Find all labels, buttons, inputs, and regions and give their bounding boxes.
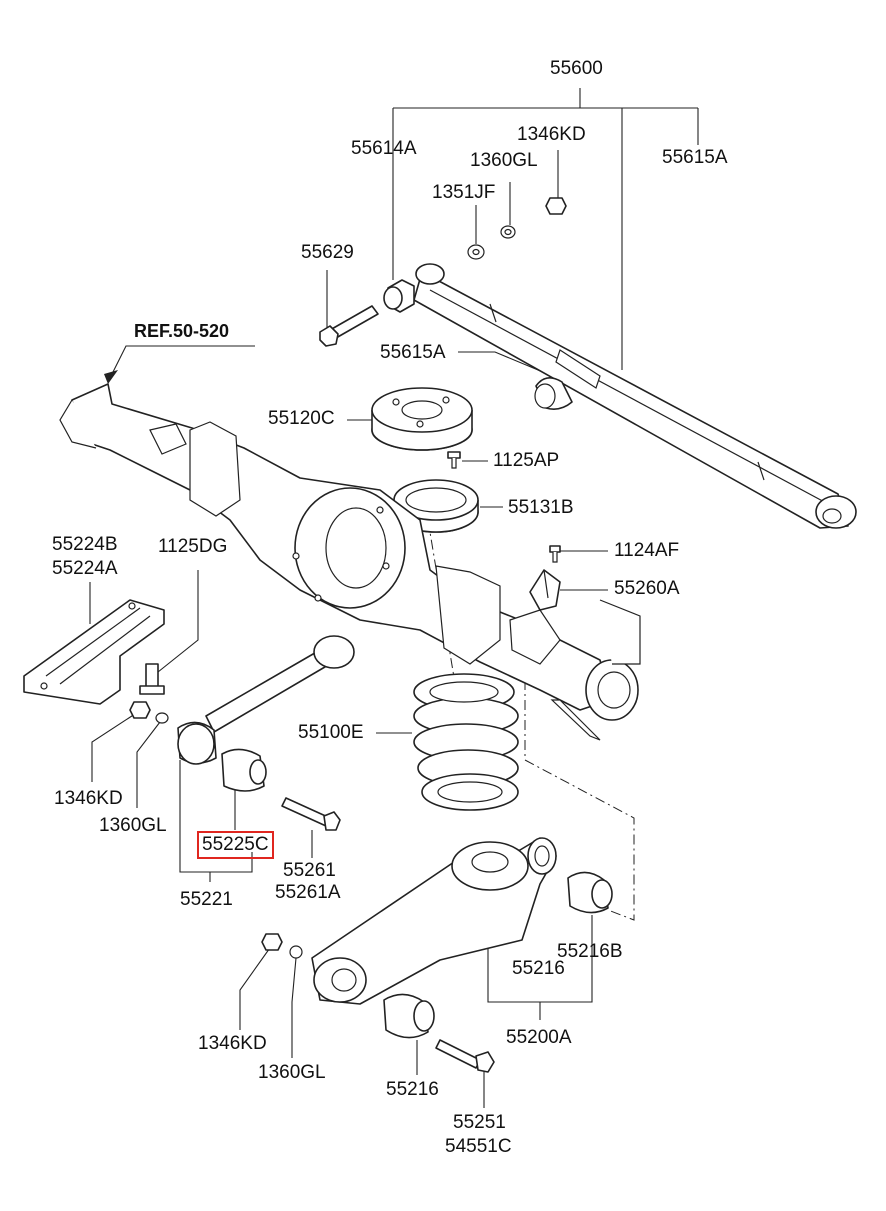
callout-55221[interactable]: 55221 [180, 889, 233, 910]
callout-55216-right[interactable]: 55216 [512, 958, 565, 979]
callout-55131B[interactable]: 55131B [508, 497, 574, 518]
callout-1125DG[interactable]: 1125DG [158, 536, 228, 557]
callout-1351JF[interactable]: 1351JF [432, 182, 496, 203]
callout-55261A[interactable]: 55261A [275, 882, 341, 903]
callout-1125AP[interactable]: 1125AP [493, 450, 560, 471]
callout-55224B[interactable]: 55224B [52, 534, 118, 555]
callout-1124AF[interactable]: 1124AF [614, 540, 680, 561]
callout-55200A[interactable]: 55200A [506, 1027, 572, 1048]
callout-55225C-highlighted[interactable]: 55225C [197, 831, 274, 859]
bolt-1124AF [549, 545, 561, 563]
callout-55615A-right[interactable]: 55615A [662, 147, 728, 168]
bumper-55260A [529, 569, 561, 611]
callout-ref-50-520[interactable]: REF.50-520 [134, 321, 230, 341]
axle-housing [59, 383, 641, 741]
callout-54551C[interactable]: 54551C [445, 1136, 512, 1157]
upper-arm-55600 [383, 263, 857, 529]
callout-55251[interactable]: 55251 [453, 1112, 506, 1133]
callout-55614A[interactable]: 55614A [351, 138, 417, 159]
callout-1360GL-bottom[interactable]: 1360GL [258, 1062, 326, 1083]
bolt-55261 [281, 797, 341, 831]
lower-arm-55200A [261, 837, 613, 1073]
callout-1360GL-left[interactable]: 1360GL [99, 815, 167, 836]
callout-1346KD-top[interactable]: 1346KD [517, 124, 586, 145]
callout-55629[interactable]: 55629 [301, 242, 354, 263]
lateral-rod-55221 [177, 635, 355, 792]
callout-55120C[interactable]: 55120C [268, 408, 335, 429]
callout-55216B[interactable]: 55216B [557, 941, 623, 962]
top-hardware [319, 197, 567, 347]
callout-55261[interactable]: 55261 [283, 860, 336, 881]
bolt-1125AP [447, 451, 461, 469]
callout-55216-bottom[interactable]: 55216 [386, 1079, 439, 1100]
callout-55260A[interactable]: 55260A [614, 578, 680, 599]
callout-1360GL-top[interactable]: 1360GL [470, 150, 538, 171]
callout-1346KD-left[interactable]: 1346KD [54, 788, 123, 809]
callout-55615A-mid[interactable]: 55615A [380, 342, 446, 363]
callout-1346KD-bottom[interactable]: 1346KD [198, 1033, 267, 1054]
callout-55100E[interactable]: 55100E [298, 722, 364, 743]
leader-lines [89, 88, 699, 1108]
coil-spring-55100E [413, 673, 519, 811]
callout-55224A[interactable]: 55224A [52, 558, 118, 579]
spring-pad-55120C [371, 387, 473, 451]
callout-55600[interactable]: 55600 [550, 58, 603, 79]
bracket-55224 [23, 599, 169, 724]
